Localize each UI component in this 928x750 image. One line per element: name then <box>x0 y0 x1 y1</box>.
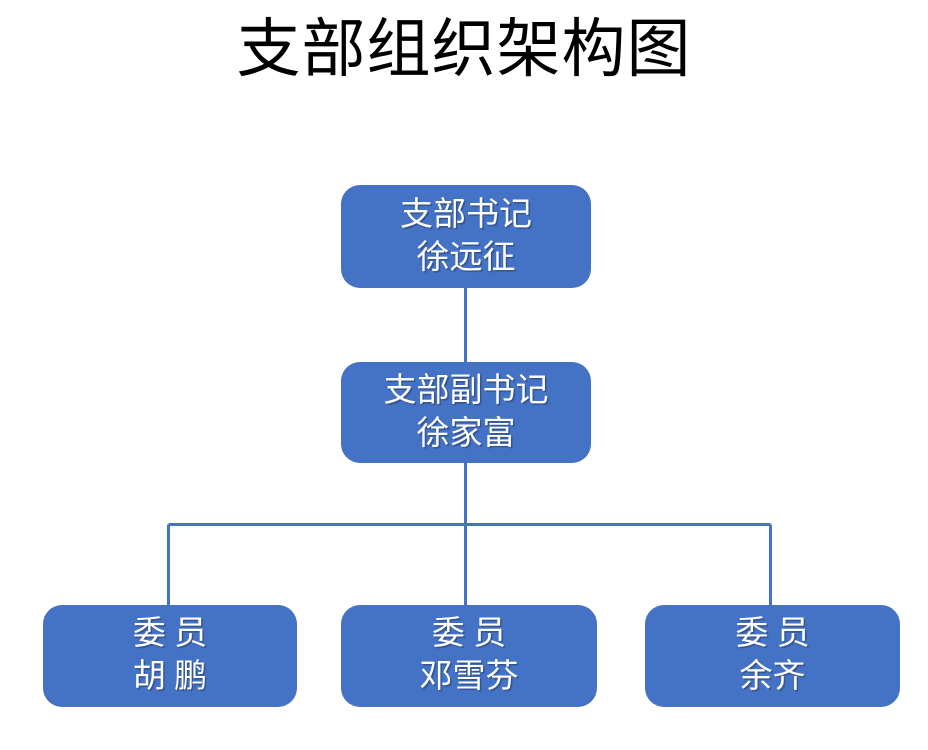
node-deputy-secretary[interactable]: 支部副书记 徐家富 <box>341 362 591 463</box>
node-member-2[interactable]: 委 员 邓雪芬 <box>341 605 597 707</box>
node-deputy-secretary-role: 支部副书记 <box>383 372 549 409</box>
node-secretary-role: 支部书记 <box>400 196 532 233</box>
node-member-1-role: 委 员 <box>132 616 208 653</box>
page-title: 支部组织架构图 <box>236 14 692 85</box>
node-secretary[interactable]: 支部书记 徐远征 <box>341 185 591 288</box>
node-member-2-name: 邓雪芬 <box>419 659 519 695</box>
node-member-3-role: 委 员 <box>735 616 810 653</box>
node-member-1[interactable]: 委 员 胡 鹏 <box>43 605 297 707</box>
node-member-2-role: 委 员 <box>431 616 507 653</box>
node-secretary-name: 徐远征 <box>416 239 516 276</box>
node-member-3-name: 余齐 <box>739 659 806 695</box>
node-member-3[interactable]: 委 员 余齐 <box>645 605 900 707</box>
node-member-1-name: 胡 鹏 <box>132 659 208 695</box>
node-deputy-secretary-name: 徐家富 <box>416 415 516 452</box>
